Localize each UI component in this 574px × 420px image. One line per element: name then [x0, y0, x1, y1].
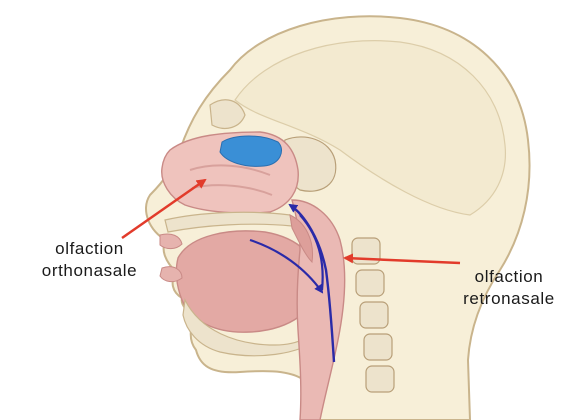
label-olfaction-retronasale: olfaction retronasale — [448, 266, 570, 310]
label-retro-line2: retronasale — [448, 288, 570, 310]
label-retro-line1: olfaction — [448, 266, 570, 288]
label-ortho-line2: orthonasale — [32, 260, 147, 282]
label-olfaction-orthonasale: olfaction orthonasale — [32, 238, 147, 282]
label-ortho-line1: olfaction — [32, 238, 147, 260]
